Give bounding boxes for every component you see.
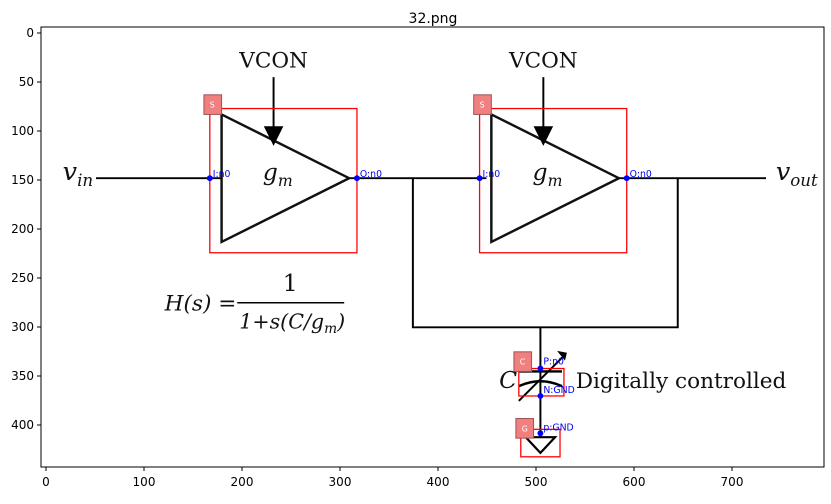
y-tick-label: 200 (11, 222, 34, 236)
tag-label-capacitor: C (520, 358, 526, 367)
transfer-function-lhs: H(s) = (164, 292, 237, 317)
vin-label: vin (63, 157, 93, 190)
tag-label-right: S (480, 101, 485, 110)
vout-label: vout (776, 157, 818, 190)
y-tick-label: 350 (11, 369, 34, 383)
pin-label-left-out: O:n0 (360, 169, 382, 180)
ground-icon (523, 436, 558, 455)
transfer-function-denominator: 1+s(C/gm) (239, 309, 345, 337)
tag-label-ground: G (522, 424, 528, 433)
tag-box-capacitor (513, 351, 533, 372)
y-tick-label: 0 (26, 26, 34, 40)
x-tick-label: 500 (525, 475, 548, 489)
x-axis: 0 100 200 300 400 500 600 700 (42, 467, 743, 489)
tag-label-left: S (210, 101, 215, 110)
plot-frame (40, 26, 825, 468)
x-tick-label: 700 (721, 475, 744, 489)
pin-dot-ground (537, 430, 544, 437)
y-tick-label: 100 (11, 124, 34, 138)
gm-amplifier-right (490, 112, 622, 244)
x-tick-label: 200 (231, 475, 254, 489)
x-tick-label: 400 (427, 475, 450, 489)
pin-dot-left-out (354, 175, 360, 182)
capacitor-label: C (499, 366, 517, 394)
pin-dot-cap-p (537, 365, 544, 372)
figure-title: 32.png (409, 11, 458, 27)
pin-label-ground: p:GND (543, 422, 573, 433)
transfer-function-numerator: 1 (283, 269, 298, 297)
vcon-label-left: VCON (238, 48, 308, 73)
capacitor-bottom-plate (518, 380, 563, 388)
tag-box-ground (515, 418, 535, 439)
pin-dot-cap-n (537, 393, 544, 399)
pin-label-right-out: O:n0 (630, 169, 652, 180)
tag-box-right (473, 94, 492, 115)
pin-label-right-in: I:n0 (483, 169, 501, 180)
capacitor-variable-arrow-icon (557, 350, 567, 361)
feedback-wire (411, 178, 679, 329)
y-tick-label: 300 (11, 320, 34, 334)
x-tick-label: 100 (133, 475, 156, 489)
pin-label-left-in: I:n0 (213, 169, 231, 180)
y-tick-label: 150 (11, 173, 34, 187)
pin-dot-right-in (476, 175, 483, 182)
y-tick-label: 50 (19, 75, 34, 89)
y-axis: 0 50 100 150 200 250 300 350 400 (11, 26, 41, 432)
pin-label-cap-n: N:GND (543, 385, 574, 396)
capacitor-note: Digitally controlled (576, 369, 787, 394)
circuit-diagram: VCON VCON gm gm vin vout H(s) = 1 1+s(C/… (63, 48, 818, 458)
annotation-box-ground (520, 428, 561, 458)
y-tick-label: 400 (11, 418, 34, 432)
x-tick-label: 600 (623, 475, 646, 489)
y-tick-label: 250 (11, 271, 34, 285)
gm-label-left: gm (263, 158, 293, 190)
x-tick-label: 0 (42, 475, 50, 489)
pin-dot-left-in (206, 175, 213, 182)
pin-label-cap-p: P:n0 (543, 357, 564, 368)
pin-dot-right-out (623, 175, 630, 182)
gm-label-right: gm (533, 158, 563, 190)
tag-box-left (203, 94, 223, 115)
x-tick-label: 300 (329, 475, 352, 489)
gm-amplifier-left (220, 112, 352, 244)
vcon-label-right: VCON (508, 48, 578, 73)
capacitor-variable-stroke (518, 354, 566, 402)
